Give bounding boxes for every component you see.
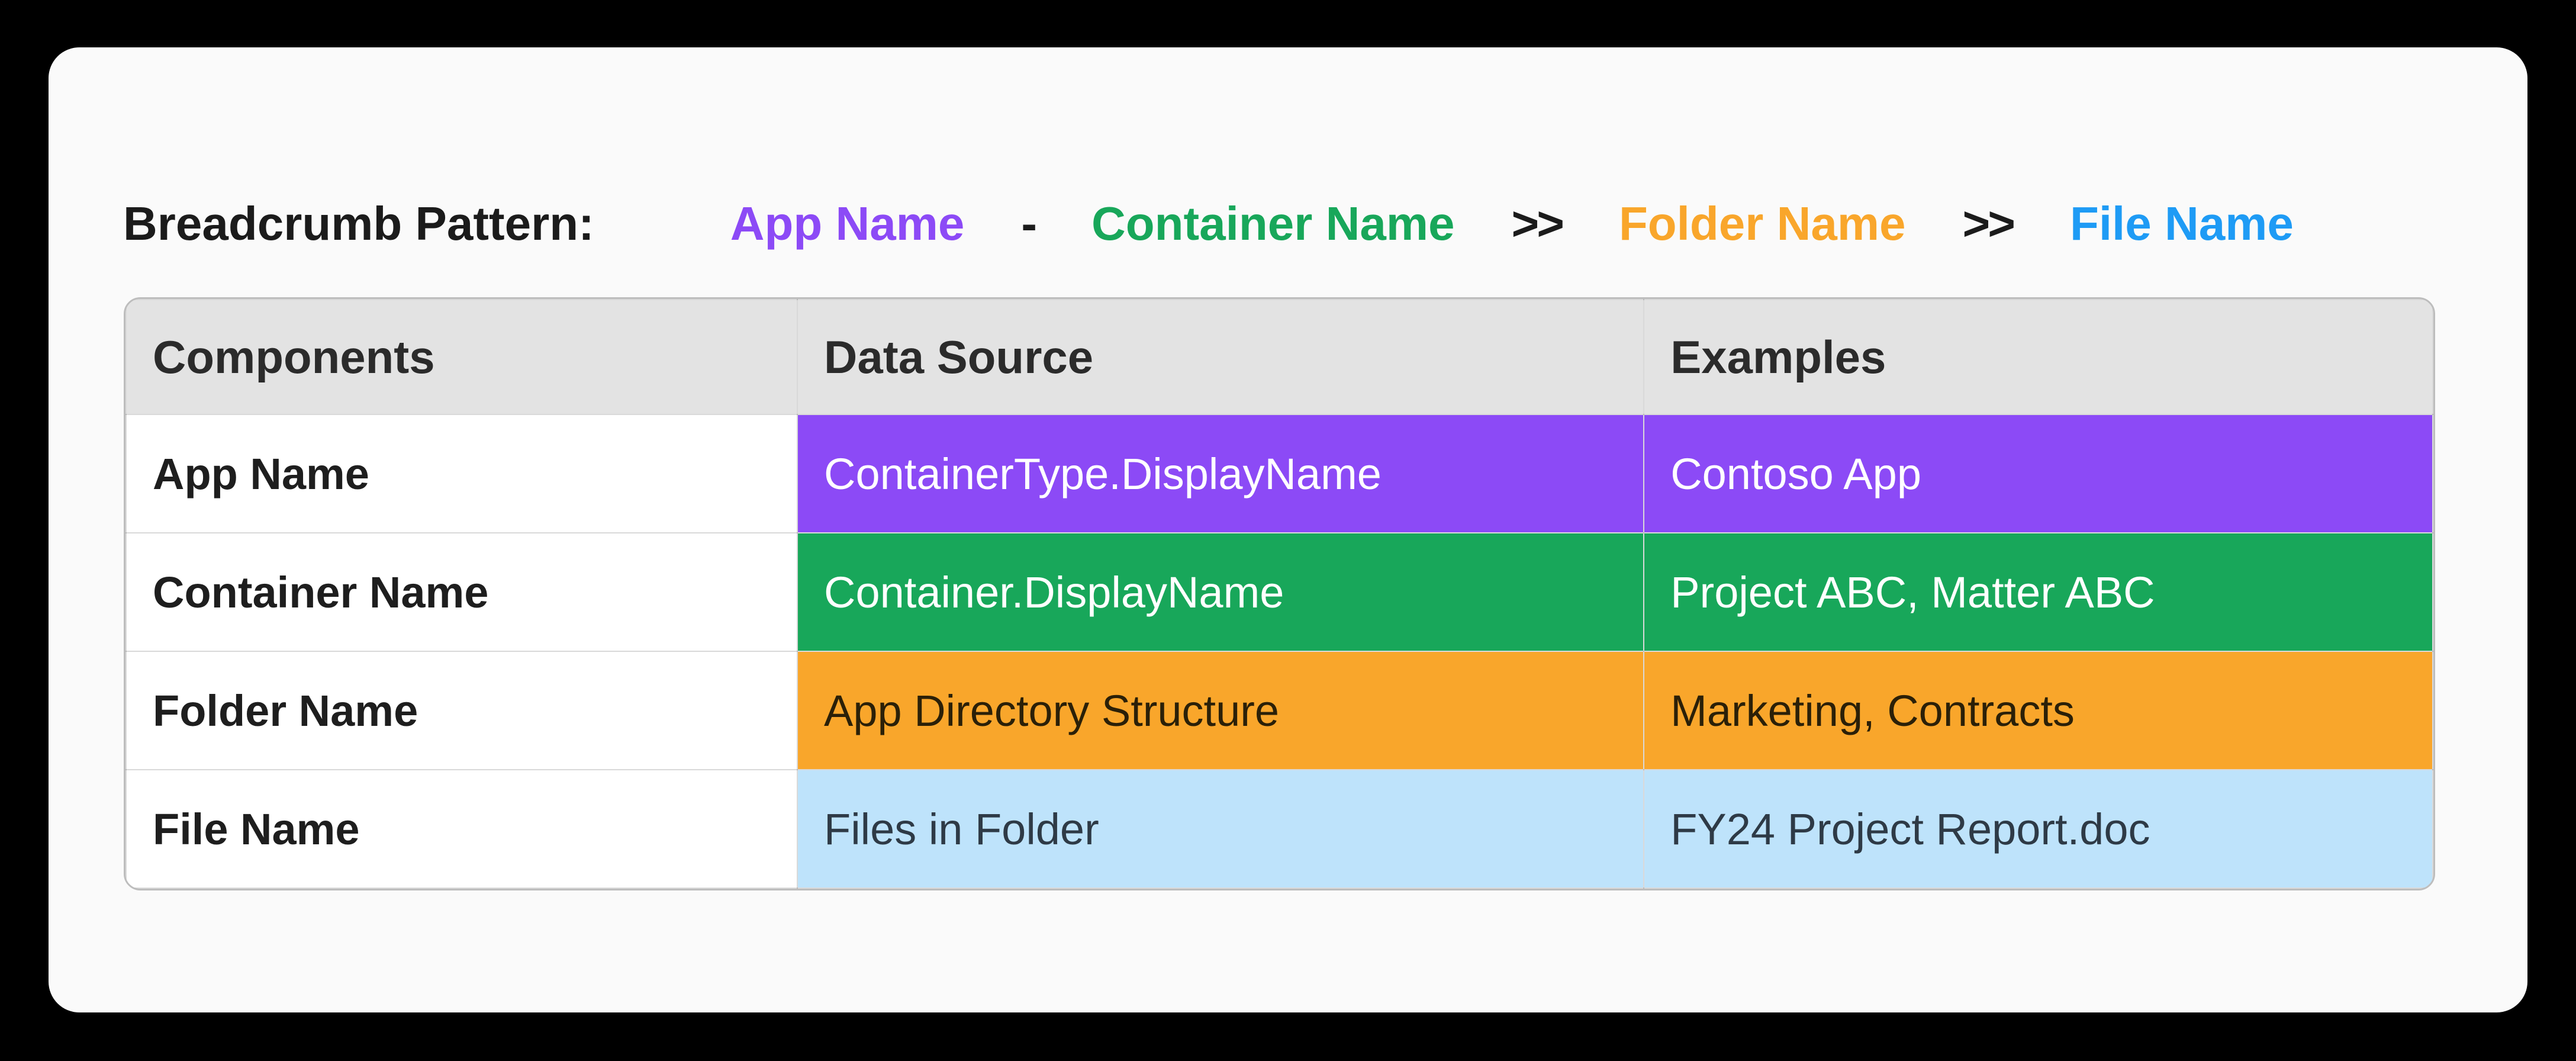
header-components: Components bbox=[125, 299, 798, 415]
cell-examples: Contoso App bbox=[1643, 414, 2433, 533]
breadcrumb-segment: App Name bbox=[730, 197, 965, 250]
components-table-wrap: Components Data Source Examples App Name… bbox=[124, 297, 2435, 890]
breadcrumb-separator: >> bbox=[1511, 197, 1564, 250]
breadcrumb: Breadcrumb Pattern: App Name - Container N… bbox=[123, 197, 2294, 251]
table-header-row: Components Data Source Examples bbox=[125, 299, 2433, 415]
breadcrumb-segment: Container Name bbox=[1091, 197, 1455, 250]
card: Breadcrumb Pattern: App Name - Container N… bbox=[49, 47, 2527, 1012]
cell-data-source: ContainerType.DisplayName bbox=[797, 414, 1645, 533]
cell-examples: Marketing, Contracts bbox=[1643, 651, 2433, 770]
cell-examples: FY24 Project Report.doc bbox=[1643, 769, 2433, 889]
cell-component: File Name bbox=[125, 769, 798, 889]
breadcrumb-segment: Folder Name bbox=[1618, 197, 1906, 250]
cell-component: Container Name bbox=[125, 532, 798, 652]
breadcrumb-separator: >> bbox=[1962, 197, 2015, 250]
cell-examples: Project ABC, Matter ABC bbox=[1643, 532, 2433, 652]
cell-data-source: App Directory Structure bbox=[797, 651, 1645, 770]
cell-component: Folder Name bbox=[125, 651, 798, 770]
cell-component: App Name bbox=[125, 414, 798, 533]
breadcrumb-items: App Name - Container Name >> Folder Name >> Fi… bbox=[730, 197, 2294, 251]
cell-data-source: Files in Folder bbox=[797, 769, 1645, 889]
header-data-source: Data Source bbox=[797, 299, 1645, 415]
breadcrumb-segment: File Name bbox=[2069, 197, 2294, 250]
breadcrumb-separator: - bbox=[1021, 197, 1037, 250]
breadcrumb-label: Breadcrumb Pattern: bbox=[123, 197, 594, 250]
cell-data-source: Container.DisplayName bbox=[797, 532, 1645, 652]
components-table: Components Data Source Examples App Name… bbox=[125, 299, 2433, 889]
header-examples: Examples bbox=[1643, 299, 2433, 415]
